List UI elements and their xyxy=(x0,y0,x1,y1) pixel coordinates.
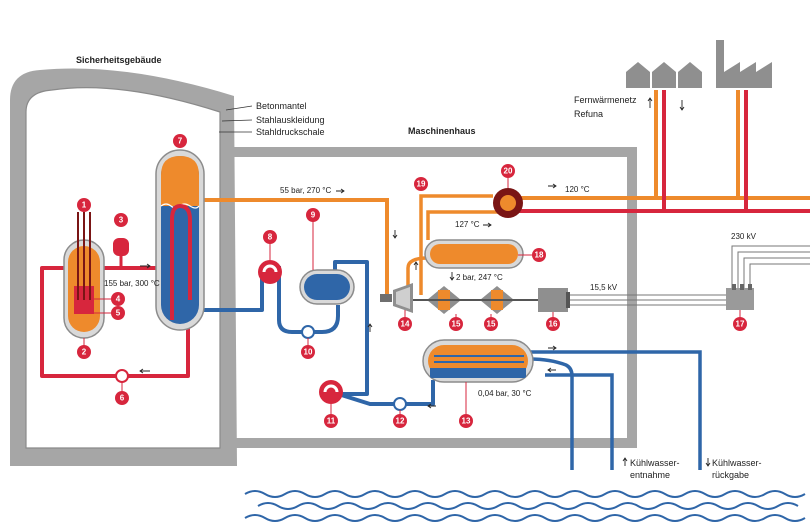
marker-5: 5 xyxy=(94,306,125,320)
marker-8: 8 xyxy=(263,230,277,260)
primary-condition-label: 155 bar, 300 °C xyxy=(104,279,160,288)
pump-icon xyxy=(301,325,407,411)
heat-exchanger xyxy=(493,188,523,218)
svg-text:11: 11 xyxy=(327,417,336,426)
marker-1: 1 xyxy=(77,198,91,212)
svg-text:5: 5 xyxy=(116,309,121,318)
marker-15b: 15 xyxy=(484,314,498,331)
marker-17: 17 xyxy=(733,310,747,331)
svg-text:18: 18 xyxy=(535,251,544,260)
feedwater-tank xyxy=(299,269,355,305)
marker-13: 13 xyxy=(459,382,473,428)
marker-6: 6 xyxy=(115,382,129,405)
safety-building-label: Sicherheitsgebäude xyxy=(76,55,162,65)
steam-generator xyxy=(155,149,205,331)
svg-text:15: 15 xyxy=(487,320,496,329)
svg-text:2: 2 xyxy=(82,348,87,357)
main-coolant-pump xyxy=(115,369,129,383)
svg-text:6: 6 xyxy=(120,394,125,403)
cooling-return-label-2: rückgabe xyxy=(712,470,749,480)
shell-leaders xyxy=(219,105,253,133)
marker-4: 4 xyxy=(94,292,125,306)
svg-text:3: 3 xyxy=(119,216,124,225)
pressurizer xyxy=(113,238,129,266)
temp-127-label: 127 °C xyxy=(455,220,480,229)
condenser-condition-label: 0,04 bar, 30 °C xyxy=(478,389,532,398)
hp-turbine xyxy=(380,283,413,313)
cooling-return-label-1: Kühlwasser- xyxy=(712,458,762,468)
steam-condition-label: 55 bar, 270 °C xyxy=(280,186,331,195)
svg-text:14: 14 xyxy=(401,320,410,329)
water-waves-icon xyxy=(244,490,806,522)
temp-120-label: 120 °C xyxy=(565,185,590,194)
svg-text:10: 10 xyxy=(304,348,313,357)
houses-icon xyxy=(626,62,702,88)
extraction-lines xyxy=(406,194,508,295)
svg-text:13: 13 xyxy=(462,417,471,426)
svg-text:20: 20 xyxy=(504,167,513,176)
svg-text:8: 8 xyxy=(268,233,273,242)
svg-text:16: 16 xyxy=(549,320,558,329)
svg-text:7: 7 xyxy=(178,137,183,146)
marker-19: 19 xyxy=(414,177,428,191)
lp-condition-label: 2 bar, 247 °C xyxy=(456,273,503,282)
marker-15a: 15 xyxy=(449,314,463,331)
cooling-intake-label-2: entnahme xyxy=(630,470,670,480)
transformer xyxy=(726,284,754,310)
condenser xyxy=(422,339,534,383)
power-lines xyxy=(568,245,810,306)
svg-text:15: 15 xyxy=(452,320,461,329)
marker-7: 7 xyxy=(173,134,187,148)
marker-20: 20 xyxy=(501,164,515,188)
reheater xyxy=(424,239,524,269)
generator xyxy=(538,288,570,312)
district-heating-lines xyxy=(509,90,810,213)
marker-3: 3 xyxy=(114,213,128,227)
cooling-water-lines xyxy=(432,350,702,470)
svg-text:1: 1 xyxy=(82,201,87,210)
steel-lining-label: Stahlauskleidung xyxy=(256,115,325,125)
machine-house-label: Maschinenhaus xyxy=(408,126,476,136)
voltage-230-label: 230 kV xyxy=(731,232,757,241)
condensate-pump-icon xyxy=(319,380,343,404)
district-heating-label-2: Refuna xyxy=(574,109,603,119)
marker-12: 12 xyxy=(393,410,407,428)
concrete-shell-label: Betonmantel xyxy=(256,101,307,111)
marker-16: 16 xyxy=(546,312,560,331)
marker-11: 11 xyxy=(324,404,338,428)
reactor-pressure-vessel xyxy=(63,212,105,339)
steel-pressure-shell-label: Stahldruckschale xyxy=(256,127,325,137)
marker-14: 14 xyxy=(398,310,412,331)
svg-text:12: 12 xyxy=(396,417,405,426)
voltage-15-label: 15,5 kV xyxy=(590,283,618,292)
marker-10: 10 xyxy=(301,338,315,359)
svg-text:17: 17 xyxy=(736,320,745,329)
feedwater-pump-icon xyxy=(258,260,282,284)
svg-text:19: 19 xyxy=(417,180,426,189)
cooling-intake-label-1: Kühlwasser- xyxy=(630,458,680,468)
svg-text:4: 4 xyxy=(116,295,121,304)
flow-arrow-icon xyxy=(139,97,711,467)
marker-18: 18 xyxy=(518,248,546,262)
svg-text:9: 9 xyxy=(311,211,316,220)
district-heating-label-1: Fernwärmenetz xyxy=(574,95,637,105)
marker-2: 2 xyxy=(77,338,91,359)
factory-icon xyxy=(716,40,772,88)
marker-9: 9 xyxy=(306,208,320,270)
